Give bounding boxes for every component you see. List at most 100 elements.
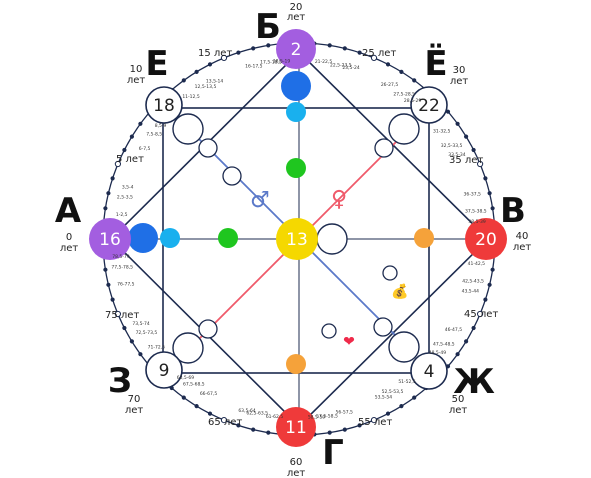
- age-tick: [251, 46, 256, 51]
- age-tick: [129, 134, 134, 139]
- age-tick: [471, 325, 476, 331]
- age-tick: [266, 43, 271, 48]
- age-range-label: 26-27,5: [381, 82, 399, 88]
- age-tick: [477, 310, 484, 318]
- point-e: 18: [145, 86, 183, 124]
- corner-node-yo: [388, 113, 420, 145]
- age-tick: [266, 430, 271, 435]
- age-label-10: 10 лет: [127, 64, 146, 86]
- female-line-node: [198, 319, 218, 339]
- age-range-label: 7,5-8,5: [146, 131, 162, 137]
- svg-text:10: 10: [130, 64, 143, 75]
- letter-a: А: [55, 191, 82, 231]
- point-v-value: 20: [475, 230, 497, 250]
- age-tick: [236, 423, 241, 428]
- male-line-node: [373, 317, 393, 337]
- svg-text:лет: лет: [450, 76, 469, 87]
- svg-text:30: 30: [453, 65, 466, 76]
- point-z: 9: [145, 351, 183, 389]
- age-label-60: 60 лет: [287, 457, 306, 478]
- point-yo-value: 22: [418, 96, 440, 116]
- age-range-labels: 1-2,5 2,5-3,5 3,5-4 6-7,5 7,5-8,5 8,5-9 11-12,…: [111, 58, 486, 420]
- age-tick: [399, 69, 404, 75]
- svg-text:лет: лет: [287, 468, 306, 478]
- age-range-label: 36-37,5: [464, 191, 482, 197]
- point-g-value: 11: [285, 418, 307, 438]
- age-tick: [357, 50, 362, 55]
- male-symbol: ♂: [250, 188, 270, 213]
- age-tick: [483, 297, 488, 302]
- point-b: 2: [276, 29, 316, 69]
- male-line-node: [198, 138, 218, 158]
- age-tick: [455, 352, 460, 357]
- left-blue-circle: [128, 223, 158, 253]
- age-range-label: 1-2,5: [116, 212, 128, 218]
- point-a: 16: [89, 218, 131, 260]
- age-range-label: 43,5-44: [462, 289, 480, 295]
- svg-text:50: 50: [452, 394, 465, 405]
- age-tick: [385, 62, 391, 67]
- point-yo: 22: [410, 86, 448, 124]
- age-tick: [342, 46, 347, 51]
- age-range-label: 78,5-79: [112, 254, 130, 260]
- age-range-label: 71-72,5: [148, 345, 166, 351]
- svg-text:лет: лет: [449, 405, 468, 416]
- age-range-label: 13,5-14: [206, 79, 224, 85]
- heart-icon: ❤: [343, 334, 355, 350]
- point-center: 13: [276, 218, 318, 260]
- age-range-label: 11-12,5: [182, 94, 200, 100]
- age-tick: [122, 325, 127, 331]
- letter-e: Е: [145, 44, 168, 84]
- age-range-label: 2,5-3,5: [117, 195, 133, 201]
- left-lightblue-circle: [160, 228, 180, 248]
- age-range-label: 61-62,5: [266, 414, 284, 420]
- age-range-label: 23,5-24: [342, 65, 360, 71]
- age-range-label: 57,5-58,5: [316, 413, 338, 419]
- letter-v: В: [500, 191, 526, 231]
- svg-text:лет: лет: [513, 242, 532, 253]
- age-tick: [251, 427, 256, 432]
- female-symbol: ♀: [331, 187, 347, 212]
- age-tick: [370, 54, 378, 62]
- age-label-45: 45 лет: [464, 309, 498, 320]
- point-e-value: 18: [153, 96, 175, 116]
- letter-z: З: [108, 361, 132, 401]
- age-range-label: 41-42,5: [468, 261, 486, 267]
- age-tick: [110, 297, 115, 302]
- love-node: [321, 323, 337, 339]
- age-tick: [370, 417, 378, 424]
- age-tick: [207, 411, 213, 416]
- age-range-label: 33,5-34: [448, 152, 466, 158]
- age-tick: [106, 191, 111, 196]
- corner-node-e: [172, 113, 204, 145]
- age-range-label: 38,5-39: [468, 219, 486, 225]
- center-right-node: [316, 223, 348, 255]
- age-range-label: 72,5-73,5: [136, 330, 158, 336]
- age-range-label: 6-7,5: [139, 146, 151, 152]
- age-tick: [487, 191, 492, 196]
- age-range-label: 46-47,5: [445, 327, 463, 333]
- age-range-label: 16-17,5: [245, 63, 263, 69]
- age-range-label: 67,5-68,5: [183, 381, 205, 387]
- top-lightblue-circle: [286, 102, 306, 122]
- age-tick: [181, 78, 186, 83]
- age-range-label: 37,5-38,5: [465, 209, 487, 215]
- age-label-75: 75 лет: [105, 310, 139, 321]
- age-range-label: 22,5-23,5: [330, 62, 352, 68]
- age-label-15: 15 лет: [198, 48, 232, 59]
- age-tick: [455, 121, 460, 126]
- age-label-0: 0 лет: [60, 232, 79, 254]
- age-range-label: 3,5-4: [122, 185, 134, 191]
- age-tick: [327, 43, 332, 48]
- right-orange-circle: [414, 228, 434, 248]
- corner-node-zh: [388, 331, 420, 363]
- age-tick: [114, 160, 122, 168]
- svg-text:0: 0: [66, 232, 72, 243]
- age-range-label: 8,5-9: [155, 123, 167, 129]
- age-tick: [207, 62, 213, 67]
- age-range-label: 77,5-78,5: [111, 265, 133, 271]
- point-zh-value: 4: [424, 362, 435, 382]
- age-range-label: 47,5-48,5: [433, 342, 455, 348]
- age-label-20: 20 лет: [287, 2, 306, 23]
